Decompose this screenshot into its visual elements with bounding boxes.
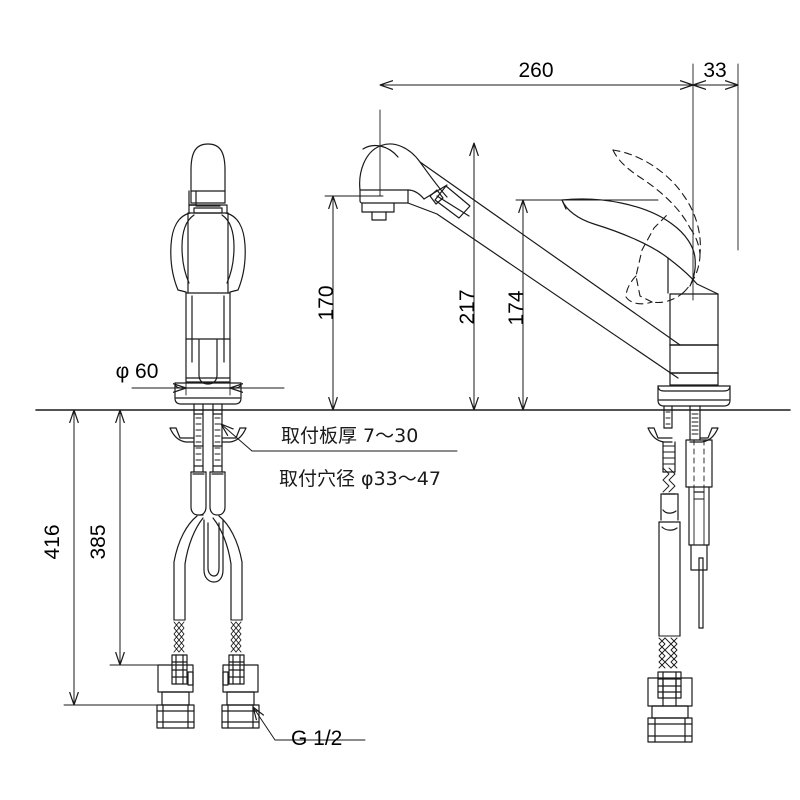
note-plate-thickness-label: 取付板厚 7～30 (281, 425, 418, 447)
front-view-hose-shanks (190, 471, 226, 516)
extension-lines (324, 63, 739, 301)
side-view-base-flange (657, 385, 731, 407)
side-view-faucet (359, 143, 731, 743)
front-view-coupling-left (156, 664, 195, 729)
front-view-base-flange (174, 382, 242, 405)
note-hole-diameter-label: 取付穴径 φ33～47 (279, 468, 441, 490)
side-view-coupling (647, 677, 693, 743)
dimension-416: 416 (41, 409, 161, 706)
front-view-ferrule-right (228, 654, 245, 685)
dimension-217-label: 217 (456, 289, 479, 324)
dimension-170: 170 (315, 195, 338, 411)
front-view-ferrule-left (171, 654, 188, 685)
side-view-cartridge (685, 439, 713, 629)
side-view-spout-arm (407, 161, 681, 379)
front-view-flexible-hoses (173, 515, 243, 621)
front-view-cap (188, 143, 226, 206)
side-view-mounting-studs (647, 405, 719, 443)
front-view-braid-left (173, 619, 186, 656)
side-view-lever-phantom (612, 149, 701, 305)
note-thread-spec: G 1/2 (253, 706, 366, 750)
dimension-33-label: 33 (703, 59, 726, 82)
front-view-mounting-studs (169, 403, 247, 473)
dimension-217: 217 (456, 142, 479, 411)
dimension-260: 260 (379, 59, 694, 85)
note-thread-spec-label: G 1/2 (291, 727, 342, 750)
note-hole-diameter: 取付穴径 φ33～47 (279, 468, 441, 490)
dimension-174-label: 174 (505, 290, 528, 325)
front-view-body (185, 212, 231, 385)
dimension-phi60-label: φ 60 (116, 360, 159, 383)
side-view-ferrule (657, 671, 682, 699)
dimension-33: 33 (662, 59, 739, 85)
side-view-braid (658, 635, 681, 673)
side-view-hose-shank (658, 441, 681, 637)
dimension-170-label: 170 (315, 285, 338, 320)
side-view-lever-handle (561, 198, 698, 287)
dimension-385-label: 385 (87, 524, 110, 559)
dimension-416-label: 416 (41, 524, 64, 559)
dimension-385: 385 (87, 409, 161, 666)
dimension-174: 174 (505, 199, 528, 411)
front-view-braid-right (230, 619, 243, 656)
front-view-faucet (156, 143, 260, 729)
front-view-collar (188, 204, 228, 214)
dimension-phi60: φ 60 (116, 360, 285, 396)
note-plate-thickness: 取付板厚 7～30 (221, 424, 458, 452)
side-view-spray-head (359, 143, 448, 221)
front-view-lever-outline (170, 212, 246, 293)
side-view-body (667, 257, 719, 386)
dimension-260-label: 260 (518, 59, 553, 82)
